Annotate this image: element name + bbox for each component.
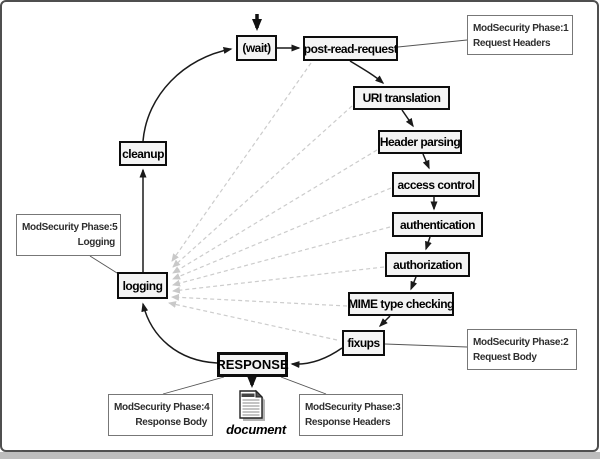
document-icon [239, 389, 265, 421]
dashed-header-parsing-to-logging-line [172, 149, 378, 274]
node-post-read-request-label: post-read-request [303, 41, 398, 56]
annotation-phase1-line1: ModSecurity Phase:1 [473, 23, 569, 34]
node-authorization-label: authorization [393, 257, 462, 272]
dashed-authentication-to-logging-line [172, 226, 391, 287]
node-wait: (wait) [236, 35, 277, 61]
edge-authorization-to-mime-type-checking [410, 276, 418, 291]
node-authorization: authorization [385, 252, 470, 277]
annotation-modsecurity-phase3: ModSecurity Phase:3 Response Headers [299, 394, 403, 436]
annotation-modsecurity-phase4: ModSecurity Phase:4 Response Body [108, 394, 213, 436]
node-logging: logging [117, 272, 168, 299]
node-cleanup: cleanup [119, 141, 167, 166]
connector-phase5-logging-line [89, 255, 118, 274]
node-mime-type-checking-label: MIME type checking [348, 297, 454, 311]
edge-authentication-to-authorization [425, 236, 432, 251]
document-label: document [226, 422, 286, 437]
node-fixups-label: fixups [347, 336, 380, 350]
annotation-phase2-line1: ModSecurity Phase:2 [473, 337, 569, 348]
dashed-fixups-to-logging-line [168, 301, 338, 341]
connector-response-phase3-line [280, 376, 327, 395]
annotation-modsecurity-phase5: ModSecurity Phase:5 Logging [16, 214, 121, 256]
edge-cleanup-to-wait [142, 46, 233, 142]
node-wait-label: (wait) [242, 41, 271, 55]
node-uri-translation-label: URI translation [362, 91, 441, 105]
edge-uri-translation-to-header-parsing [401, 109, 414, 128]
dashed-mime-type-checking-to-logging-line [171, 293, 348, 307]
edge-response-to-logging [141, 302, 218, 364]
annotation-phase1-line2: Request Headers [473, 38, 551, 49]
node-response-label: RESPONSE [216, 357, 289, 372]
node-access-control: access control [392, 172, 480, 197]
node-header-parsing: Header parsing [378, 130, 462, 154]
node-response: RESPONSE [216, 352, 289, 377]
annotation-phase4-line1: ModSecurity Phase:4 [114, 402, 210, 413]
annotation-phase5-line1: ModSecurity Phase:5 [22, 222, 118, 233]
node-post-read-request: post-read-request [303, 36, 398, 61]
annotation-phase5-line2: Logging [77, 237, 116, 248]
dashed-authorization-to-logging-line [172, 266, 385, 294]
node-cleanup-label: cleanup [122, 146, 164, 161]
edge-fixups-to-response [290, 347, 343, 369]
node-logging-label: logging [122, 278, 163, 293]
annotation-modsecurity-phase1: ModSecurity Phase:1 Request Headers [467, 15, 573, 55]
annotation-modsecurity-phase2: ModSecurity Phase:2 Request Body [467, 329, 577, 370]
connector-post-read-request-phase1-line [397, 39, 468, 48]
edge-mime-type-checking-to-fixups [378, 315, 391, 328]
node-fixups: fixups [342, 330, 385, 356]
annotation-phase4-line2: Response Body [135, 417, 207, 428]
node-header-parsing-label: Header parsing [379, 135, 461, 149]
node-access-control-label: access control [397, 177, 475, 192]
node-authentication-label: authentication [399, 217, 476, 232]
annotation-phase2-line2: Request Body [473, 352, 537, 363]
edge-post-read-request-to-uri-translation [349, 60, 385, 84]
annotation-phase3-line2: Response Headers [305, 417, 391, 428]
dashed-post-read-request-to-logging-line [171, 62, 312, 262]
connector-fixups-phase2-line [384, 343, 468, 348]
node-mime-type-checking: MIME type checking [348, 292, 454, 316]
image-bottom-strip [0, 452, 600, 459]
annotation-phase3-line1: ModSecurity Phase:3 [305, 402, 401, 413]
connector-response-phase4-line [162, 376, 225, 395]
node-uri-translation: URI translation [353, 86, 450, 110]
dashed-access-control-to-logging-line [172, 187, 392, 280]
node-authentication: authentication [392, 212, 483, 237]
edge-header-parsing-to-access-control [422, 153, 430, 170]
dashed-uri-translation-to-logging-line [172, 105, 353, 268]
